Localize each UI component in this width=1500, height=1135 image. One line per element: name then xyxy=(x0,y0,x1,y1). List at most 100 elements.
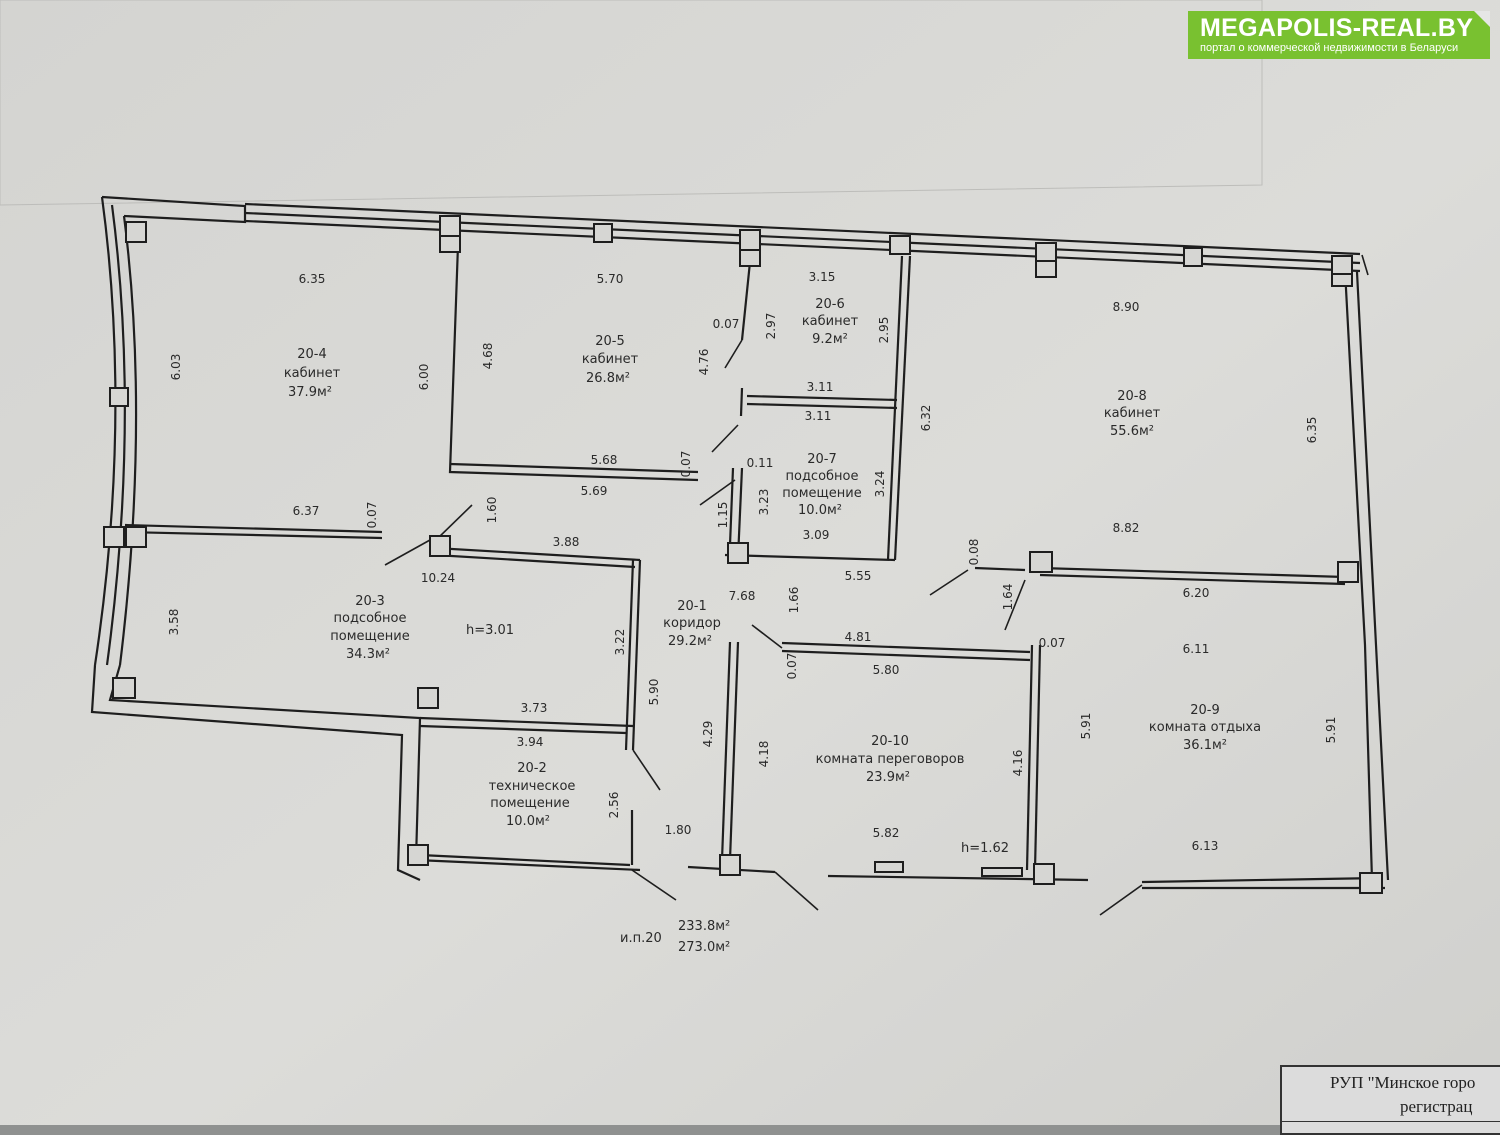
room-id: 20-1 xyxy=(677,599,707,614)
dim-label: 3.11 xyxy=(807,380,834,394)
area-totals: и.п.20 233.8м² 273.0м² xyxy=(620,919,730,955)
dim-label: 5.80 xyxy=(873,663,900,677)
dim-label: 1.15 xyxy=(716,502,730,529)
dim-label: 3.73 xyxy=(521,701,548,715)
room-area: 29.2м² xyxy=(668,634,712,649)
dim-label: 3.09 xyxy=(803,528,830,542)
corner-fold-icon xyxy=(1474,11,1490,27)
room-id: 20-9 xyxy=(1190,703,1220,718)
room-20-8: 20-8 кабинет 55.6м² xyxy=(1104,389,1161,439)
dim-label: 3.15 xyxy=(809,270,836,284)
dim-label: 5.91 xyxy=(1324,717,1338,744)
room-20-1: 20-1 коридор 29.2м² xyxy=(663,599,721,649)
room-id: 20-4 xyxy=(297,347,327,362)
stamp-divider xyxy=(1282,1121,1500,1122)
dimension-labels: 6.35 5.70 3.15 8.90 6.03 6.00 4.68 0.07 … xyxy=(167,270,1338,853)
dim-label: 6.20 xyxy=(1183,586,1210,600)
watermark-badge: MEGAPOLIS-REAL.BY портал о коммерческой … xyxy=(1188,11,1490,59)
dim-label: 0.07 xyxy=(365,502,379,529)
room-name-1: техническое xyxy=(489,779,576,794)
dim-label: 4.76 xyxy=(697,349,711,376)
room-name: кабинет xyxy=(1104,406,1161,421)
room-area: 55.6м² xyxy=(1110,424,1154,439)
dim-label: 7.68 xyxy=(729,589,756,603)
dim-label: 6.35 xyxy=(1305,417,1319,444)
registration-stamp: РУП "Минское горо регистрац xyxy=(1280,1065,1500,1135)
room-20-5: 20-5 кабинет 26.8м² xyxy=(582,334,639,386)
dim-label: 8.90 xyxy=(1113,300,1140,314)
dim-label: 0.07 xyxy=(785,653,799,680)
room-20-4: 20-4 кабинет 37.9м² xyxy=(284,347,341,400)
room-id: 20-5 xyxy=(595,334,625,349)
dim-label: 0.08 xyxy=(967,539,981,566)
paper-edge xyxy=(0,0,1263,206)
dim-label: 5.55 xyxy=(845,569,872,583)
room-20-9: 20-9 комната отдыха 36.1м² xyxy=(1149,703,1261,753)
room-name: комната переговоров xyxy=(816,752,965,767)
room-20-10: 20-10 комната переговоров 23.9м² xyxy=(816,734,965,785)
dim-label: 3.88 xyxy=(553,535,580,549)
room-name: кабинет xyxy=(802,314,859,329)
room-area: 9.2м² xyxy=(812,332,848,347)
room-20-3: 20-3 подсобное помещение 34.3м² xyxy=(330,594,409,662)
dim-label: 0.07 xyxy=(713,317,740,331)
dim-label: 3.24 xyxy=(873,471,887,498)
room-20-2: 20-2 техническое помещение 10.0м² xyxy=(489,761,576,829)
watermark-title: MEGAPOLIS-REAL.BY xyxy=(1200,14,1474,42)
dim-label: 5.91 xyxy=(1079,713,1093,740)
dim-label: 3.11 xyxy=(805,409,832,423)
dim-label: 6.35 xyxy=(299,272,326,286)
room-name: комната отдыха xyxy=(1149,720,1261,735)
room-name-2: помещение xyxy=(490,796,569,811)
dim-label: 4.68 xyxy=(481,343,495,370)
dim-label: 1.64 xyxy=(1001,584,1015,611)
room-area: 10.0м² xyxy=(798,503,842,518)
totals-label: и.п.20 xyxy=(620,931,662,946)
dim-label: 3.23 xyxy=(757,489,771,516)
room-area: 36.1м² xyxy=(1183,738,1227,753)
dim-label: 5.70 xyxy=(597,272,624,286)
dim-label: 0.07 xyxy=(679,451,693,478)
room-area: 37.9м² xyxy=(288,385,332,400)
dim-label: 2.97 xyxy=(764,313,778,340)
dim-label: 5.90 xyxy=(647,679,661,706)
dim-label: 1.80 xyxy=(665,823,692,837)
room-id: 20-7 xyxy=(807,452,837,467)
dim-label: 6.03 xyxy=(169,354,183,381)
stamp-line-1: РУП "Минское горо xyxy=(1330,1073,1476,1092)
room-name-1: подсобное xyxy=(785,469,858,484)
dim-label: 6.32 xyxy=(919,405,933,432)
walls xyxy=(90,195,1390,890)
dim-label: 5.69 xyxy=(581,484,608,498)
room-id: 20-6 xyxy=(815,297,845,312)
dim-label: 1.60 xyxy=(485,497,499,524)
dim-label: 0.07 xyxy=(1039,636,1066,650)
dim-label: 2.56 xyxy=(607,792,621,819)
room-name-2: помещение xyxy=(782,486,861,501)
height-label: h=3.01 xyxy=(466,623,514,638)
room-area: 10.0м² xyxy=(506,814,550,829)
dim-label: 3.58 xyxy=(167,609,181,636)
stamp-line-2: регистрац xyxy=(1400,1097,1473,1116)
room-area: 26.8м² xyxy=(586,371,630,386)
dim-label: 1.66 xyxy=(787,587,801,614)
dim-label: 2.95 xyxy=(877,317,891,344)
dim-label: 0.11 xyxy=(747,456,774,470)
room-name: кабинет xyxy=(284,366,341,381)
room-name: кабинет xyxy=(582,352,639,367)
dim-label: 3.94 xyxy=(517,735,544,749)
room-id: 20-3 xyxy=(355,594,385,609)
columns xyxy=(103,215,1383,894)
totals-area-1: 233.8м² xyxy=(678,919,730,934)
room-id: 20-10 xyxy=(871,734,909,749)
door-lines xyxy=(384,254,1369,916)
dim-label: 3.22 xyxy=(613,629,627,656)
room-id: 20-8 xyxy=(1117,389,1147,404)
watermark-subtitle: портал о коммерческой недвижимости в Бел… xyxy=(1200,42,1459,54)
room-area: 23.9м² xyxy=(866,770,910,785)
height-label: h=1.62 xyxy=(961,841,1009,856)
dim-label: 4.18 xyxy=(757,741,771,768)
